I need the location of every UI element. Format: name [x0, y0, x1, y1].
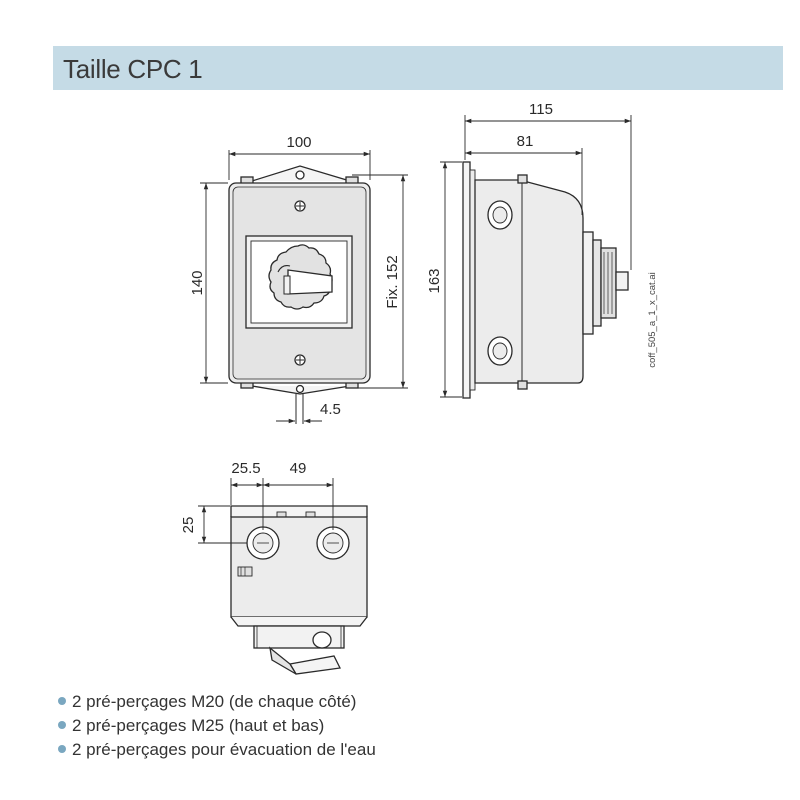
dim-side-total-depth: 115 [529, 101, 553, 118]
bullet-dot-icon [58, 696, 66, 705]
bottom-dimensions [198, 478, 334, 544]
bottom-view [230, 505, 368, 675]
note-text: 2 pré-perçages M25 (haut et bas) [72, 716, 325, 735]
dim-bottom-offset-vertical: 25 [180, 517, 197, 534]
front-dimensions [200, 150, 408, 424]
dim-bottom-offset-first: 25.5 [231, 460, 260, 477]
side-dimensions [440, 115, 632, 398]
section-title: Taille CPC 1 [63, 54, 203, 84]
bullet-dot-icon [58, 744, 66, 753]
note-text: 2 pré-perçages pour évacuation de l'eau [72, 740, 376, 759]
section-header: Taille CPC 1 [53, 46, 783, 90]
bullet-dot-icon [58, 720, 66, 729]
dim-side-height: 163 [426, 268, 443, 293]
note-text: 2 pré-perçages M20 (de chaque côté) [72, 692, 357, 711]
note-item: 2 pré-perçages M20 (de chaque côté) [58, 690, 376, 714]
note-item: 2 pré-perçages M25 (haut et bas) [58, 714, 376, 738]
dim-bottom-spacing: 49 [290, 460, 307, 477]
dim-front-fix: Fix. 152 [384, 255, 401, 308]
front-view [228, 165, 371, 424]
dim-front-hole: 4.5 [320, 401, 341, 418]
dim-front-width: 100 [286, 134, 311, 151]
dim-front-height: 140 [189, 270, 206, 295]
dim-side-body-depth: 81 [517, 133, 534, 150]
notes-list: 2 pré-perçages M20 (de chaque côté) 2 pr… [58, 690, 376, 762]
note-item: 2 pré-perçages pour évacuation de l'eau [58, 738, 376, 762]
file-reference: coff_505_a_1_x_cat.ai [647, 272, 658, 367]
side-view [462, 161, 629, 399]
